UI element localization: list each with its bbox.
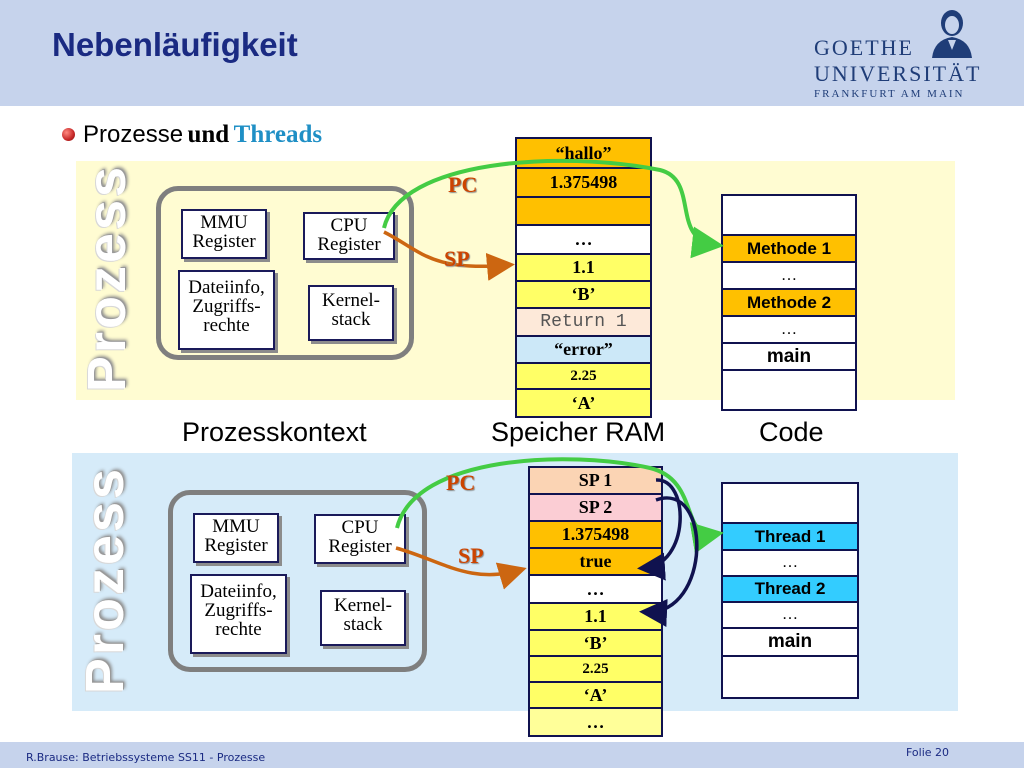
footer-bar: [0, 742, 1024, 768]
code-cell: …: [723, 263, 855, 290]
footer-author: R.Brause: Betriebssysteme SS11 - Prozess…: [26, 751, 266, 764]
code-cell: …: [723, 317, 855, 344]
memory-column-2: SP 1 SP 2 1.375498 true … 1.1 ‘B’ 2.25 ‘…: [528, 466, 663, 737]
memory-column-1: “hallo” 1.375498 … 1.1 ‘B’ Return 1 “err…: [515, 137, 652, 418]
footer-slide-number: Folie 20: [906, 746, 950, 759]
sp-label-2: SP: [458, 543, 484, 568]
caption-speicher-ram: Speicher RAM: [491, 417, 666, 447]
memory-cell: 2.25: [530, 657, 661, 683]
memory-cell: “hallo”: [517, 139, 650, 169]
cpu-register-1: CPU Register: [303, 212, 395, 260]
memory-cell: 1.375498: [517, 169, 650, 198]
pc-label-2: PC: [446, 470, 476, 495]
code-cell: …: [723, 551, 857, 577]
slide-title: Nebenläufigkeit: [52, 26, 298, 63]
memory-cell: …: [517, 226, 650, 255]
caption-prozesskontext: Prozesskontext: [182, 417, 367, 447]
code-cell-main: main: [723, 344, 855, 371]
logo-line-frankfurt: FRANKFURT AM MAIN: [814, 88, 965, 100]
bullet-heading: Prozesse und Threads: [83, 121, 322, 149]
code-cell-main: main: [723, 629, 857, 657]
code-cell-thread-1: Thread 1: [723, 524, 857, 551]
bullet-word-und: und: [187, 121, 230, 148]
memory-cell: “error”: [517, 337, 650, 364]
goethe-portrait-icon: [932, 10, 972, 58]
dateiinfo-box-2: Dateiinfo, Zugriffs- rechte: [190, 574, 287, 654]
process-context-box-1: [156, 186, 414, 360]
memory-cell: 2.25: [517, 364, 650, 390]
memory-cell-stack-1: SP 1: [530, 468, 661, 495]
memory-cell: Return 1: [517, 309, 650, 337]
memory-cell: 1.1: [530, 604, 661, 631]
vertical-label-prozess-1: Prozess: [77, 164, 137, 392]
title-bar: [0, 0, 1024, 106]
bullet-word-threads: Threads: [233, 121, 323, 148]
vertical-label-prozess-2: Prozess: [75, 466, 135, 694]
code-column-2: Thread 1 … Thread 2 … main: [721, 482, 859, 699]
vertical-label-text: Prozess: [75, 465, 135, 695]
code-cell-methode-2: Methode 2: [723, 290, 855, 317]
code-column-1: Methode 1 … Methode 2 … main: [721, 194, 857, 411]
kernel-stack-box-1: Kernel- stack: [308, 285, 394, 341]
memory-cell: 1.375498: [530, 522, 661, 549]
bullet-icon: [62, 128, 75, 141]
memory-cell-stack-2: SP 2: [530, 495, 661, 522]
kernel-stack-box-2: Kernel- stack: [320, 590, 406, 646]
memory-cell: …: [530, 709, 661, 735]
dateiinfo-box-1: Dateiinfo, Zugriffs- rechte: [178, 270, 275, 350]
memory-cell: [517, 198, 650, 226]
process-context-box-2: [168, 490, 427, 672]
code-cell: [723, 196, 855, 236]
memory-cell: ‘B’: [517, 282, 650, 309]
code-cell: [723, 371, 855, 409]
memory-cell: ‘A’: [517, 390, 650, 416]
vertical-label-text: Prozess: [77, 163, 137, 393]
cpu-register-2: CPU Register: [314, 514, 406, 564]
mmu-register-1: MMU Register: [181, 209, 267, 259]
memory-cell: ‘B’: [530, 631, 661, 657]
mmu-register-2: MMU Register: [193, 513, 279, 563]
caption-code: Code: [759, 417, 824, 447]
pc-label-1: PC: [448, 172, 478, 197]
code-cell: …: [723, 603, 857, 629]
code-cell-methode-1: Methode 1: [723, 236, 855, 263]
university-logo: GOETHE UNIVERSITÄT FRANKFURT AM MAIN: [808, 6, 980, 102]
code-cell: [723, 657, 857, 697]
code-cell-thread-2: Thread 2: [723, 577, 857, 603]
logo-line-universitaet: UNIVERSITÄT: [814, 61, 982, 86]
memory-cell: true: [530, 549, 661, 576]
code-cell: [723, 484, 857, 524]
memory-cell: ‘A’: [530, 683, 661, 709]
logo-line-goethe: GOETHE: [814, 35, 914, 60]
memory-cell: …: [530, 576, 661, 604]
memory-cell: 1.1: [517, 255, 650, 282]
sp-label-1: SP: [444, 246, 470, 271]
bullet-word-prozesse: Prozesse: [83, 121, 184, 148]
